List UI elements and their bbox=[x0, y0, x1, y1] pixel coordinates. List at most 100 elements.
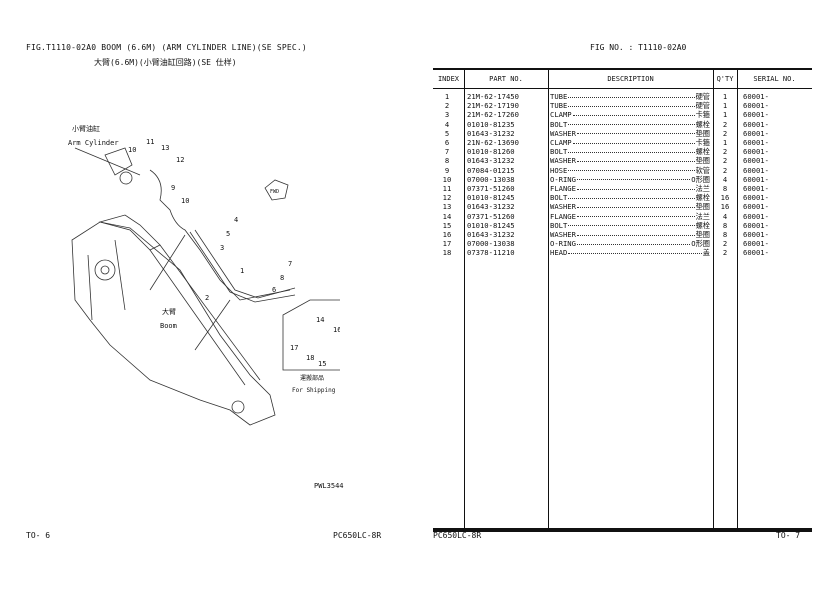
description-cell: HEAD bbox=[550, 248, 568, 258]
part-number-cell: 01010-81245 bbox=[467, 220, 515, 230]
index-cell: 13 bbox=[442, 202, 452, 212]
description-chinese-cell: 螺栓 bbox=[695, 119, 710, 129]
index-cell: 16 bbox=[442, 230, 452, 239]
description-cell: TUBE bbox=[550, 101, 568, 111]
quantity-cell: 8 bbox=[722, 220, 728, 230]
description-cell: HOSE bbox=[550, 165, 568, 175]
index-cell: 6 bbox=[444, 138, 450, 147]
callout-1: 1 bbox=[240, 267, 244, 275]
header-serial-no: SERIAL NO. bbox=[753, 75, 796, 83]
quantity-cell: 2 bbox=[722, 119, 728, 129]
description-chinese-cell: 硬管 bbox=[695, 101, 710, 111]
callout-12: 12 bbox=[176, 156, 184, 164]
quantity-cell: 16 bbox=[720, 202, 730, 212]
dot-leader bbox=[576, 243, 691, 245]
part-number-cell: 01010-81260 bbox=[467, 147, 515, 157]
header-part-no: PART NO. bbox=[489, 75, 523, 83]
callout-8: 8 bbox=[280, 274, 284, 282]
part-number-cell: 21M-62-17190 bbox=[467, 101, 519, 111]
callout-14: 14 bbox=[316, 316, 324, 324]
arm-cylinder-label: Arm Cylinder bbox=[68, 139, 119, 147]
description-cell: TUBE bbox=[550, 92, 568, 101]
dot-leader bbox=[568, 197, 695, 199]
right-model-name: PC650LC-8R bbox=[433, 531, 482, 540]
serial-number-cell: 60001- bbox=[743, 248, 769, 258]
part-number-cell: 01643-31232 bbox=[467, 156, 515, 166]
dot-leader bbox=[576, 234, 695, 236]
callout-16: 16 bbox=[333, 326, 340, 334]
description-cell: WASHER bbox=[550, 128, 576, 138]
callout-9: 9 bbox=[171, 184, 175, 192]
dot-leader bbox=[576, 188, 695, 190]
header-description: DESCRIPTION bbox=[607, 75, 654, 83]
quantity-cell: 2 bbox=[722, 165, 728, 175]
quantity-cell: 2 bbox=[722, 239, 728, 249]
description-chinese-cell: O形圈 bbox=[691, 239, 710, 249]
description-group: TUBE 硬管 bbox=[550, 92, 710, 101]
description-chinese-cell: 螺栓 bbox=[695, 220, 710, 230]
serial-number-cell: 60001- bbox=[743, 202, 769, 212]
index-cell: 4 bbox=[444, 119, 450, 129]
index-cell: 1 bbox=[444, 92, 450, 101]
callout-7: 7 bbox=[288, 260, 292, 268]
description-chinese-cell: 卡箍 bbox=[695, 138, 710, 147]
description-chinese-cell: 法兰 bbox=[695, 211, 710, 221]
part-number-cell: 07378-11210 bbox=[467, 248, 515, 258]
shipping-label-cn: 運搬部品 bbox=[300, 374, 324, 382]
description-chinese-cell: 螺栓 bbox=[695, 193, 710, 203]
dot-leader bbox=[576, 160, 695, 162]
description-chinese-cell: 垫圈 bbox=[695, 156, 710, 166]
description-cell: BOLT bbox=[550, 193, 568, 203]
dot-leader bbox=[568, 224, 695, 227]
quantity-cell: 8 bbox=[722, 230, 728, 239]
index-cell: 7 bbox=[444, 147, 450, 157]
description-cell: WASHER bbox=[550, 202, 576, 212]
description-cell: BOLT bbox=[550, 147, 568, 157]
description-cell: FLANGE bbox=[550, 211, 576, 221]
index-cell: 12 bbox=[442, 193, 452, 203]
callout-6: 6 bbox=[272, 286, 276, 294]
index-cell: 15 bbox=[442, 220, 452, 230]
description-chinese-cell: 软管 bbox=[695, 165, 710, 175]
shipping-label: For Shipping bbox=[292, 387, 336, 394]
quantity-cell: 1 bbox=[722, 92, 728, 101]
header-qty: Q'TY bbox=[716, 75, 734, 83]
boom-label: Boom bbox=[160, 322, 177, 330]
description-group: FLANGE 法兰 bbox=[550, 212, 710, 221]
description-group: BOLT 螺栓 bbox=[550, 193, 710, 202]
quantity-cell: 2 bbox=[722, 248, 728, 258]
dot-leader bbox=[572, 142, 695, 144]
callout-5: 5 bbox=[226, 230, 230, 238]
index-cell: 17 bbox=[442, 239, 452, 249]
left-page-number: TO- 6 bbox=[26, 531, 51, 540]
description-cell: O-RING bbox=[550, 174, 576, 184]
description-chinese-cell: 硬管 bbox=[695, 92, 710, 101]
callout-3: 3 bbox=[220, 244, 224, 252]
part-number-cell: 07084-01215 bbox=[467, 165, 515, 175]
description-cell: BOLT bbox=[550, 220, 568, 230]
callout-11: 11 bbox=[146, 138, 154, 146]
table-bottom-rule bbox=[433, 528, 812, 530]
serial-number-cell: 60001- bbox=[743, 230, 769, 239]
figure-title: FIG.T1110-02A0 BOOM (6.6M) (ARM CYLINDER… bbox=[26, 43, 307, 52]
callout-10a: 10 bbox=[128, 146, 136, 154]
quantity-cell: 1 bbox=[722, 138, 728, 147]
dot-leader bbox=[568, 123, 695, 126]
callout-15: 15 bbox=[318, 360, 326, 368]
description-group: HOSE 软管 bbox=[550, 166, 710, 175]
fwd-label: FWD bbox=[270, 189, 279, 195]
